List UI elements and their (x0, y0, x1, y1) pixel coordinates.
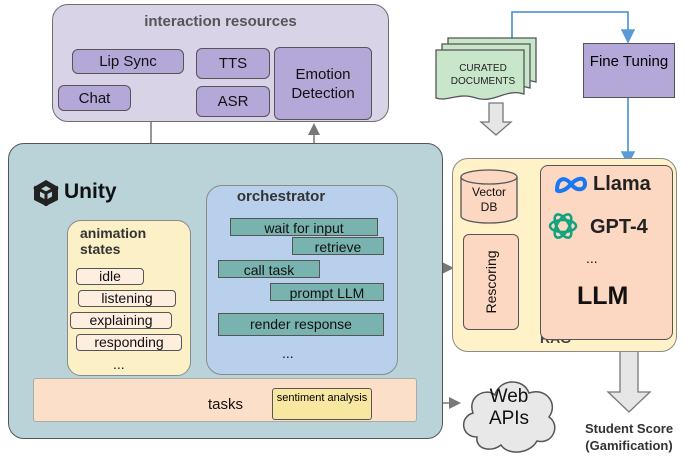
step-wait-for-input: wait for input (230, 218, 378, 236)
rescoring-label: Rescoring (483, 250, 499, 314)
asr-box: ASR (196, 86, 270, 117)
web-apis-cloud-icon (463, 381, 556, 453)
llm-box (540, 165, 673, 340)
interaction-resources-title: interaction resources (144, 13, 297, 30)
sentiment-analysis-box: sentiment analysis (272, 388, 372, 420)
unity-logo-icon (31, 178, 61, 208)
state-responding: responding (76, 334, 182, 351)
animation-states-title: animation states (80, 225, 147, 257)
vector-db-label: Vector DB (471, 185, 507, 214)
student-score-label: Student Score (Gamification) (584, 421, 674, 453)
step-render-response: render response (218, 313, 384, 336)
fine-tuning-box: Fine Tuning (583, 43, 675, 98)
llama-label: Llama (593, 173, 651, 195)
step-ellipsis: ... (282, 345, 294, 361)
state-idle: idle (76, 268, 144, 285)
step-prompt-llm: prompt LLM (270, 283, 384, 301)
state-listening: listening (78, 290, 176, 307)
curated-documents-label: CURATED DOCUMENTS (450, 63, 516, 87)
chat-box: Chat (58, 85, 131, 111)
docs-finetune-arrow (511, 11, 636, 44)
llm-label: LLM (577, 282, 629, 310)
web-apis-label: Web APIs (488, 386, 530, 429)
vector-db-icon (460, 169, 518, 224)
tasks-label: tasks (208, 396, 244, 413)
curated-documents-icon (435, 37, 537, 100)
tts-box: TTS (196, 48, 270, 79)
gpt4-label: GPT-4 (590, 216, 648, 238)
openai-logo-icon (548, 213, 578, 239)
orchestrator-panel (206, 185, 398, 375)
lip-sync-box: Lip Sync (72, 49, 184, 74)
docs-db-big-arrow (479, 102, 513, 136)
state-explaining: explaining (70, 312, 172, 329)
state-ellipsis: ... (113, 356, 125, 372)
rescoring-box (463, 234, 519, 330)
step-retrieve: retrieve (292, 237, 384, 255)
emotion-detection-box: Emotion Detection (274, 47, 372, 120)
step-call-task: call task (218, 260, 320, 278)
llm-ellipsis: ... (586, 250, 598, 266)
unity-label: Unity (64, 180, 117, 203)
meta-logo-icon (554, 176, 588, 194)
orchestrator-title: orchestrator (236, 188, 326, 205)
